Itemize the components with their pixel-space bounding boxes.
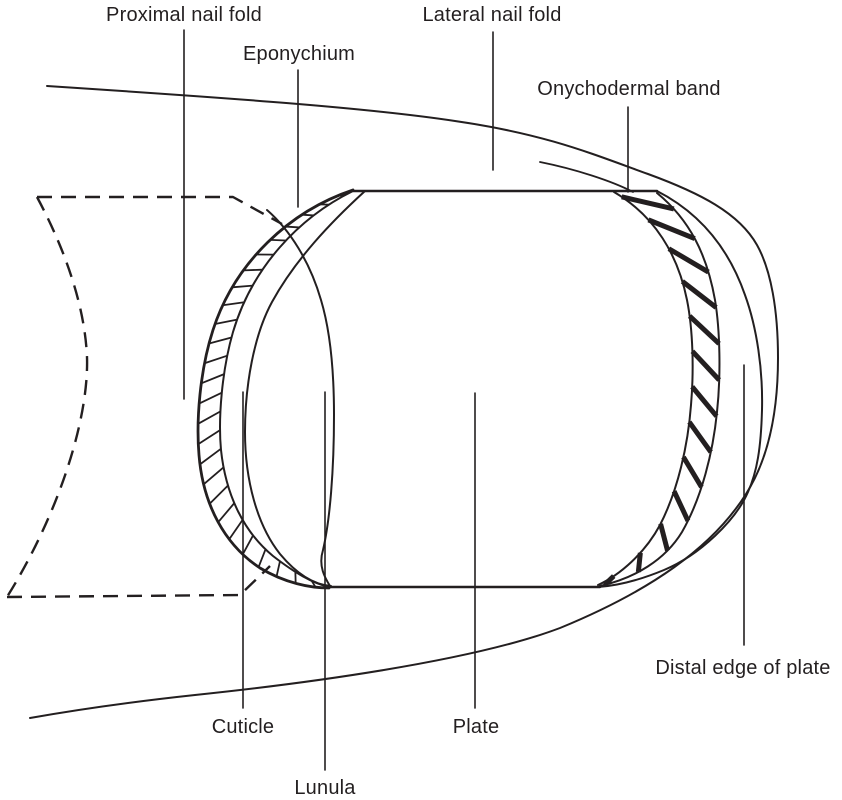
- label-eponychium: Eponychium: [243, 43, 355, 65]
- eponychium-outer-edge: [196, 188, 355, 590]
- hatch-line: [228, 519, 244, 540]
- hatch-line: [209, 484, 229, 505]
- hatch-line: [690, 385, 719, 418]
- labels: Proximal nail fold Eponychium Lateral na…: [106, 4, 830, 799]
- label-lunula: Lunula: [294, 777, 356, 799]
- hatch-line: [208, 336, 232, 345]
- hatch-line: [214, 318, 238, 325]
- hidden-nail-root: [5, 195, 283, 599]
- hatch-line: [681, 455, 704, 489]
- hatch-line: [658, 523, 670, 552]
- hatch-line: [667, 246, 710, 275]
- hatch-line: [647, 217, 696, 241]
- hatch-line: [232, 284, 253, 289]
- lateral-fold-ridge: [539, 161, 634, 193]
- hatch-line: [217, 502, 235, 523]
- hatch-line: [203, 466, 225, 486]
- hatch-line: [241, 534, 254, 555]
- eponychium-band: [196, 188, 355, 590]
- onychodermal-band-shape: [597, 191, 722, 587]
- hatch-line: [302, 213, 314, 217]
- hatch-line: [337, 194, 346, 197]
- label-cuticle: Cuticle: [212, 716, 275, 738]
- hatch-line: [222, 301, 245, 307]
- label-plate: Plate: [453, 716, 500, 738]
- label-onychodermal-band: Onychodermal band: [537, 78, 721, 100]
- hatch-line: [198, 391, 223, 405]
- lunula-arc: [266, 209, 335, 587]
- hatch-line: [275, 561, 281, 577]
- hatch-line: [687, 420, 713, 454]
- hatch-line: [197, 429, 221, 445]
- finger-outline: [29, 85, 779, 719]
- hidden-root-proximal-dashed-arc: [5, 196, 89, 598]
- hatch-line: [257, 549, 267, 568]
- hatch-line: [680, 279, 718, 310]
- label-lateral-nail-fold: Lateral nail fold: [422, 4, 561, 26]
- hatch-line: [243, 268, 263, 272]
- hatch-line: [602, 574, 616, 587]
- hatch-line: [671, 490, 691, 522]
- hatch-line: [270, 238, 286, 242]
- hatch-line: [200, 373, 225, 385]
- label-distal-edge-of-plate: Distal edge of plate: [655, 657, 830, 679]
- hatch-line: [197, 410, 221, 425]
- hatch-line: [690, 349, 722, 382]
- eponychium-hatching: [197, 194, 346, 588]
- onychodermal-hatching: [602, 194, 722, 587]
- hatch-line: [285, 225, 300, 229]
- hatch-line: [687, 314, 721, 346]
- hatch-line: [310, 580, 317, 588]
- plate-distal-edge: [597, 190, 764, 588]
- hatch-line: [635, 552, 643, 573]
- plate-left-edge: [244, 190, 366, 587]
- label-proximal-nail-fold: Proximal nail fold: [106, 4, 262, 26]
- leader-lines: [183, 29, 745, 771]
- hatch-line: [621, 194, 675, 212]
- finger-contour: [29, 85, 779, 719]
- hatch-line: [204, 354, 228, 365]
- hidden-root-bottom-dashed-line: [6, 565, 271, 599]
- hatch-line: [199, 448, 222, 466]
- onychodermal-outer-edge: [599, 192, 721, 587]
- hidden-root-top-dashed-line: [37, 195, 283, 226]
- nail-plate: [244, 189, 764, 589]
- onychodermal-inner-edge: [597, 191, 694, 586]
